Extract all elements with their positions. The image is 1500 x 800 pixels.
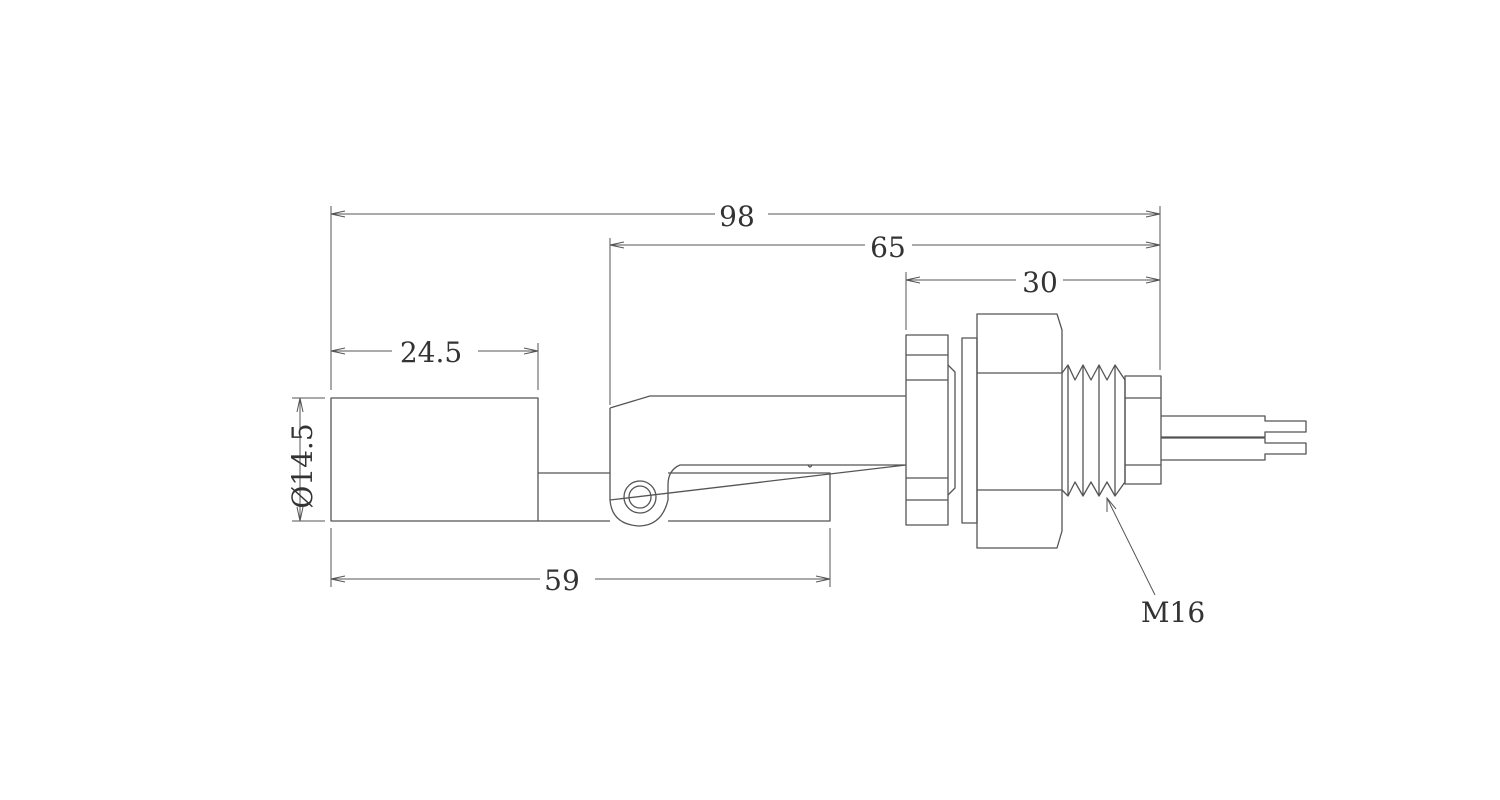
lead-wire-2 [1161,437,1307,461]
dim-float-to-arm-end: 59 [330,528,831,597]
dim-overall-length-label: 98 [719,200,755,233]
dim-nut-to-end: 30 [905,266,1161,330]
pivot-pin [623,480,657,514]
dim-nut-to-end-label: 30 [1022,266,1058,299]
thread-callout: M16 [1106,496,1205,629]
dim-float-diameter-label: Ø14.5 [286,423,319,508]
end-sleeve [1124,375,1162,485]
dim-hinge-to-end-label: 65 [870,231,906,264]
flange-collar [905,334,949,526]
float-switch-part [330,313,1307,549]
dim-float-to-arm-end-label: 59 [544,564,580,597]
hex-nut [976,313,1063,549]
hinge-lever [609,395,907,527]
lead-wire-1 [1161,415,1307,438]
float-arm [538,472,831,522]
dim-float-length: 24.5 [330,336,539,390]
washer [961,337,978,524]
float-body [330,397,539,522]
dim-hinge-to-end: 65 [609,231,1161,405]
dim-float-diameter: Ø14.5 [286,397,325,522]
thread-callout-label: M16 [1141,596,1205,629]
dim-overall-length: 98 [330,200,1161,390]
dim-float-length-label: 24.5 [400,336,462,369]
